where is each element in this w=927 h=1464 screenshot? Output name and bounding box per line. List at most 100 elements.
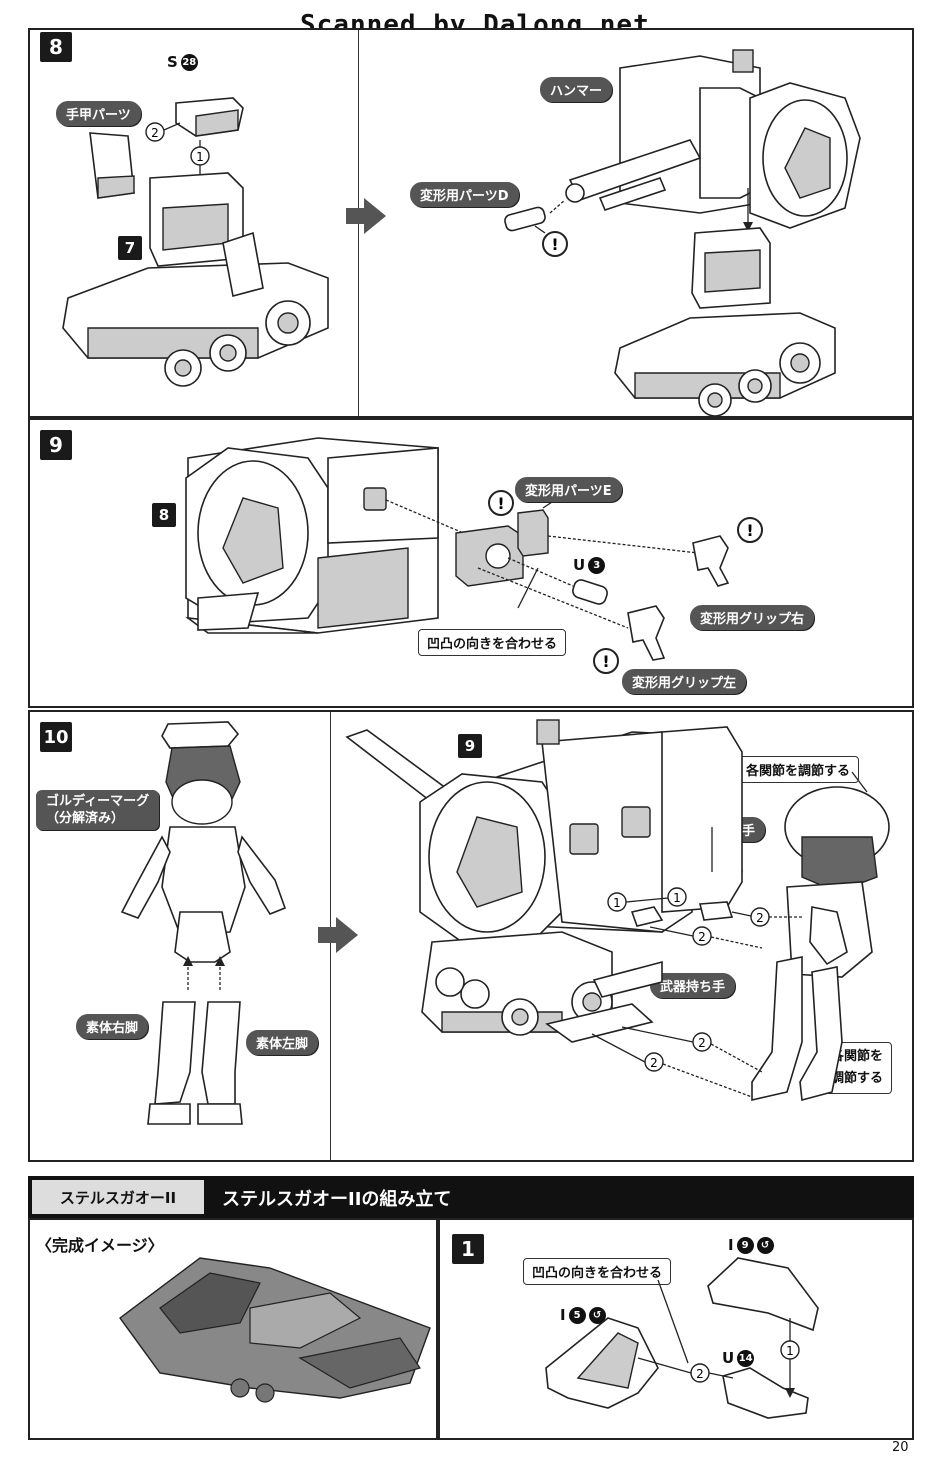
arrow-shaft xyxy=(346,208,366,224)
order-marker-1: 1 xyxy=(780,1340,800,1360)
label-align-direction: 凹凸の向きを合わせる xyxy=(418,629,567,656)
part-i9-illust xyxy=(707,1257,819,1332)
svg-text:!: ! xyxy=(497,494,504,513)
weapon-hand-illust xyxy=(630,901,734,927)
grip-left-illust xyxy=(627,605,666,661)
section-title: ステルスガオーIIの組み立て xyxy=(222,1189,452,1210)
svg-text:2: 2 xyxy=(650,1056,658,1070)
step-10-number: 10 xyxy=(40,722,72,752)
hammer-handle-illust xyxy=(565,139,702,211)
section-tab: ステルスガオーII xyxy=(32,1180,204,1214)
label-grip-right: 変形用グリップ右 xyxy=(690,605,815,630)
part-code-number: 9 xyxy=(736,1237,754,1254)
svg-text:1: 1 xyxy=(786,1344,794,1358)
order-marker-2: 2 xyxy=(692,1032,712,1052)
part-i5-illust xyxy=(545,1317,659,1409)
part-code-number: 14 xyxy=(737,1350,755,1367)
part-code-letter: U xyxy=(573,556,586,574)
warning-icon: ! xyxy=(488,490,514,516)
step-1-number: 1 xyxy=(452,1234,484,1264)
label-grip-left: 変形用グリップ左 xyxy=(622,669,747,694)
order-marker-1: 1 xyxy=(190,146,210,166)
label-right-leg: 素体右脚 xyxy=(76,1014,149,1039)
arrow-shaft xyxy=(318,927,338,943)
arrow-right-icon xyxy=(364,198,386,234)
part-code-letter: I xyxy=(728,1236,734,1254)
label-weapon-hand-b: 武器持ち手 xyxy=(650,973,736,998)
figure-torso-illust xyxy=(120,721,287,963)
arrow-right-icon xyxy=(336,917,358,953)
label-adjust2-line2: 調節する xyxy=(831,1071,884,1086)
order-marker-2: 2 xyxy=(644,1052,664,1072)
grip-right-illust xyxy=(692,535,730,587)
svg-text:!: ! xyxy=(602,652,609,671)
part-s28-illust xyxy=(175,97,244,137)
part-code-letter: I xyxy=(560,1306,566,1324)
svg-text:2: 2 xyxy=(756,911,764,925)
svg-text:1: 1 xyxy=(613,896,621,910)
warning-icon: ! xyxy=(542,231,568,257)
robot-base-illust xyxy=(421,931,663,1043)
paint-icon: ↺ xyxy=(588,1307,606,1324)
part-code-letter: S xyxy=(167,53,178,71)
step-9-drawing: ! ! ! xyxy=(185,437,763,674)
warning-icon: ! xyxy=(593,648,619,674)
tank-assembled-illust xyxy=(614,227,836,417)
paint-icon: ↺ xyxy=(756,1237,774,1254)
warning-icon: ! xyxy=(737,517,763,543)
label-adjust2-line1: 各関節を xyxy=(831,1049,884,1064)
order-marker-2: 2 xyxy=(750,907,770,927)
label-left-leg: 素体左脚 xyxy=(246,1030,319,1055)
figure-posed-illust xyxy=(751,786,890,1102)
label-part-d: 変形用パーツD xyxy=(410,182,519,207)
order-marker-2: 2 xyxy=(692,926,712,946)
svg-text:!: ! xyxy=(746,521,753,540)
order-marker-1: 1 xyxy=(667,887,687,907)
step-10-right-drawing: 1 1 2 2 2 2 xyxy=(345,719,890,1102)
completed-image-label: 〈完成イメージ〉 xyxy=(36,1236,164,1255)
part-code-number: 3 xyxy=(588,557,606,574)
part-code-number: 28 xyxy=(180,54,198,71)
svg-text:2: 2 xyxy=(698,1036,706,1050)
step-8-sub-7: 7 xyxy=(118,236,142,260)
svg-text:!: ! xyxy=(551,235,558,254)
part-e-illust xyxy=(455,509,549,587)
part-d-illust xyxy=(504,206,546,232)
part-code-number: 5 xyxy=(568,1307,586,1324)
svg-text:1: 1 xyxy=(673,891,681,905)
step-9-number: 9 xyxy=(40,430,72,460)
stealth-gao-completed-illust xyxy=(119,1257,431,1403)
step-8-right-drawing: ! xyxy=(504,49,861,417)
label-hand-parts: 手甲パーツ xyxy=(56,101,141,126)
step-10-left-drawing xyxy=(120,721,287,1125)
label-hammer: ハンマー xyxy=(540,77,613,102)
legs-illust xyxy=(147,1001,243,1125)
hammer-robot-illust xyxy=(345,719,743,943)
hammer-illust xyxy=(619,49,861,229)
part-u3-illust xyxy=(572,579,608,605)
hammer-closeup-illust xyxy=(185,437,439,634)
svg-text:2: 2 xyxy=(151,126,159,140)
svg-text:1: 1 xyxy=(196,150,204,164)
step-1-drawing: 2 1 xyxy=(545,1257,819,1419)
order-marker-2: 2 xyxy=(145,122,165,142)
label-part-e: 変形用パーツE xyxy=(515,477,622,502)
page-number: 20 xyxy=(892,1440,909,1455)
step-8-left-drawing: 2 1 xyxy=(62,97,329,387)
hand-part-illust xyxy=(89,132,135,199)
step-8-number: 8 xyxy=(40,32,72,62)
step-10-sub-9: 9 xyxy=(458,734,482,758)
label-goldymarg-line2: （分解済み） xyxy=(46,811,125,826)
label-align-direction-2: 凹凸の向きを合わせる xyxy=(523,1258,672,1285)
label-goldymarg-line1: ゴルディーマーグ xyxy=(46,794,150,809)
order-marker-1: 1 xyxy=(607,892,627,912)
part-u14-illust xyxy=(722,1367,809,1419)
tank-base-illust xyxy=(62,172,329,387)
svg-text:2: 2 xyxy=(696,1367,704,1381)
part-code-letter: U xyxy=(722,1349,735,1367)
